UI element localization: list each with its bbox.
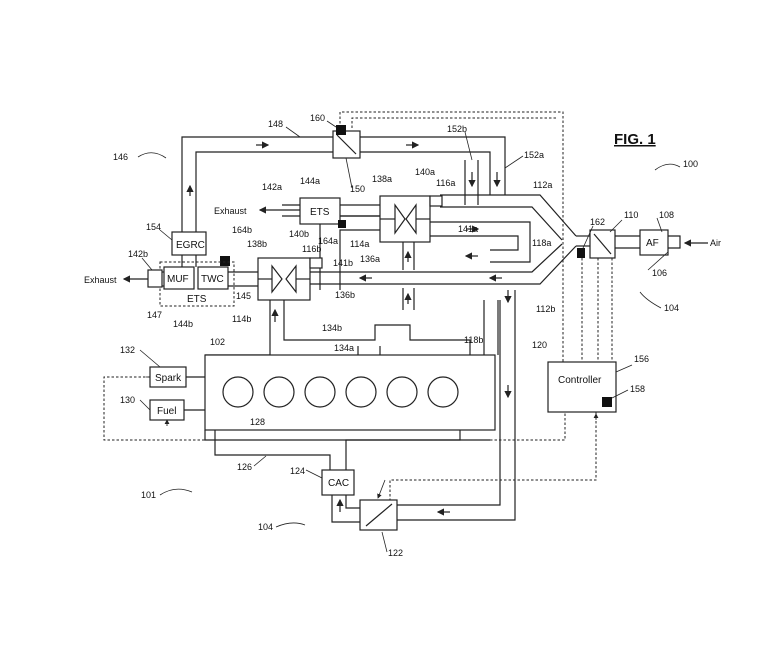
ref-122: 122 [388,548,403,558]
ref-140a: 140a [415,167,435,177]
sensor-160 [336,125,346,135]
twc-box [197,266,229,290]
ref-102: 102 [210,337,225,347]
controller-label: Controller [558,375,602,386]
exhaust-left-label: Exhaust [84,275,117,285]
ref-134a: 134a [334,343,354,353]
ref-154: 154 [146,222,161,232]
twc-label: TWC [201,274,224,285]
ref-141a: 141a [458,224,478,234]
ref-160: 160 [310,113,325,123]
ref-152b: 152b [447,124,467,134]
ref-100: 100 [683,159,698,169]
ets-top-label: ETS [310,207,330,218]
cylinder-6 [427,376,459,408]
sensor-158 [602,397,612,407]
ref-114a: 114a [350,239,369,249]
ref-141b: 141b [333,258,353,268]
leader-lines [137,120,681,553]
cylinder-5 [386,376,418,408]
ref-145: 145 [236,291,251,301]
ref-148: 148 [268,119,283,129]
spark-label: Spark [155,373,182,384]
exhaust-top-label: Exhaust [214,206,247,216]
ref-118b: 118b [464,335,483,345]
ref-104-right: 104 [664,303,679,313]
ref-116b: 116b [302,244,321,254]
ref-158: 158 [630,384,645,394]
ref-140b: 140b [289,229,309,239]
ref-130: 130 [120,395,135,405]
ref-106: 106 [652,268,667,278]
ref-146: 146 [113,152,128,162]
ref-134b: 134b [322,323,342,333]
cac-label: CAC [328,478,349,489]
ref-144a: 144a [300,176,320,186]
ref-104-bottom: 104 [258,522,273,532]
ref-136a: 136a [360,254,380,264]
egrc-box [171,231,207,256]
muf-box [163,266,195,290]
air-label: Air [710,238,721,248]
ref-126: 126 [237,462,252,472]
cac-box [321,469,355,496]
duct-network [150,136,681,523]
ref-116a: 116a [436,178,455,188]
sensor-162 [577,248,585,258]
wastegate-116a [429,195,443,207]
ref-164b: 164b [232,225,252,235]
tailpipe-end [147,269,163,288]
ref-108: 108 [659,210,674,220]
ets-bottom-label: ETS [187,294,207,305]
control-lines [103,111,613,505]
ref-132: 132 [120,345,135,355]
ref-110: 110 [624,210,638,220]
ref-120: 120 [532,340,547,350]
ref-128: 128 [250,417,265,427]
flow-arrows [122,141,599,516]
cylinder-3 [304,376,336,408]
egr-valve-plate [336,134,357,155]
ref-124: 124 [290,466,305,476]
ref-138a: 138a [372,174,392,184]
ref-152a: 152a [524,150,544,160]
ref-136b: 136b [335,290,355,300]
fuel-label: Fuel [157,406,176,417]
reference-numerals: 100 101 102 104 104 106 108 110 112a 112… [113,113,698,558]
sensor-164b [220,256,230,266]
components: ETS EGRC MUF TWC ETS AF [147,125,721,531]
figure-title: FIG. 1 [614,131,656,148]
sensor-164a [338,220,346,228]
ref-156: 156 [634,354,649,364]
muf-label: MUF [167,274,189,285]
af-label: AF [646,238,659,249]
ref-112b: 112b [536,304,555,314]
ets-top-box [299,197,341,225]
ref-114b: 114b [232,314,251,324]
ref-144b: 144b [173,319,193,329]
cylinder-2 [263,376,295,408]
ref-101: 101 [141,490,156,500]
ref-147: 147 [147,310,162,320]
ref-142a: 142a [262,182,282,192]
ref-162: 162 [590,217,605,227]
ref-142b: 142b [128,249,148,259]
ref-150: 150 [350,184,365,194]
wastegate-116b [309,257,323,269]
egrc-label: EGRC [176,240,205,251]
ref-118a: 118a [532,238,551,248]
af-box [639,229,669,256]
cylinder-4 [345,376,377,408]
cylinder-1 [222,376,254,408]
ref-112a: 112a [533,180,552,190]
ref-164a: 164a [318,236,338,246]
ref-138b: 138b [247,239,267,249]
